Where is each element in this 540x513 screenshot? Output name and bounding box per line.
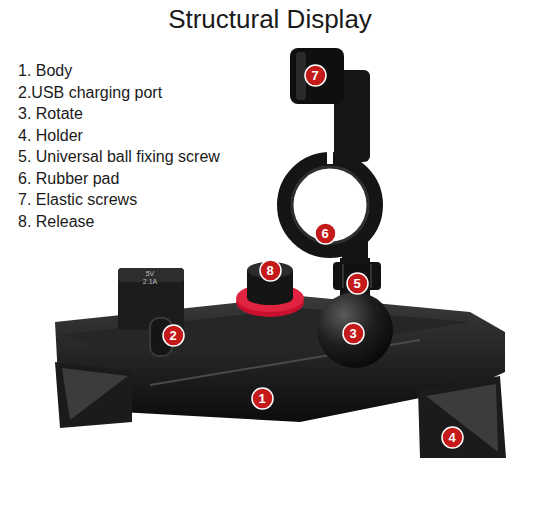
callout-text: 1 — [258, 391, 265, 406]
part-list-item: 3. Rotate — [18, 105, 83, 123]
callout-text: 7 — [311, 68, 318, 83]
port-rating: 5V 2.1A — [140, 270, 160, 285]
callout-number: 8 — [259, 259, 282, 282]
callout-text: 6 — [321, 226, 328, 241]
callout-number: 5 — [346, 272, 369, 295]
part-list-item: 5. Universal ball fixing screw — [18, 148, 220, 166]
callout-text: 3 — [349, 326, 356, 341]
callout-text: 2 — [169, 328, 176, 343]
callout-number: 1 — [251, 387, 274, 410]
callout-text: 5 — [353, 276, 360, 291]
part-list-item: 2.USB charging port — [18, 84, 162, 102]
callout-number: 6 — [314, 222, 337, 245]
part-list-item: 6. Rubber pad — [18, 170, 119, 188]
callout-number: 2 — [162, 324, 185, 347]
title: Structural Display — [0, 4, 540, 35]
part-list-item: 1. Body — [18, 62, 72, 80]
part-list-item: 4. Holder — [18, 127, 83, 145]
callout-text: 4 — [448, 430, 455, 445]
callout-number: 4 — [441, 426, 464, 449]
callout-number: 7 — [304, 64, 327, 87]
callout-number: 3 — [342, 322, 365, 345]
callout-text: 8 — [266, 263, 273, 278]
part-list-item: 8. Release — [18, 213, 95, 231]
part-list-item: 7. Elastic screws — [18, 191, 137, 209]
